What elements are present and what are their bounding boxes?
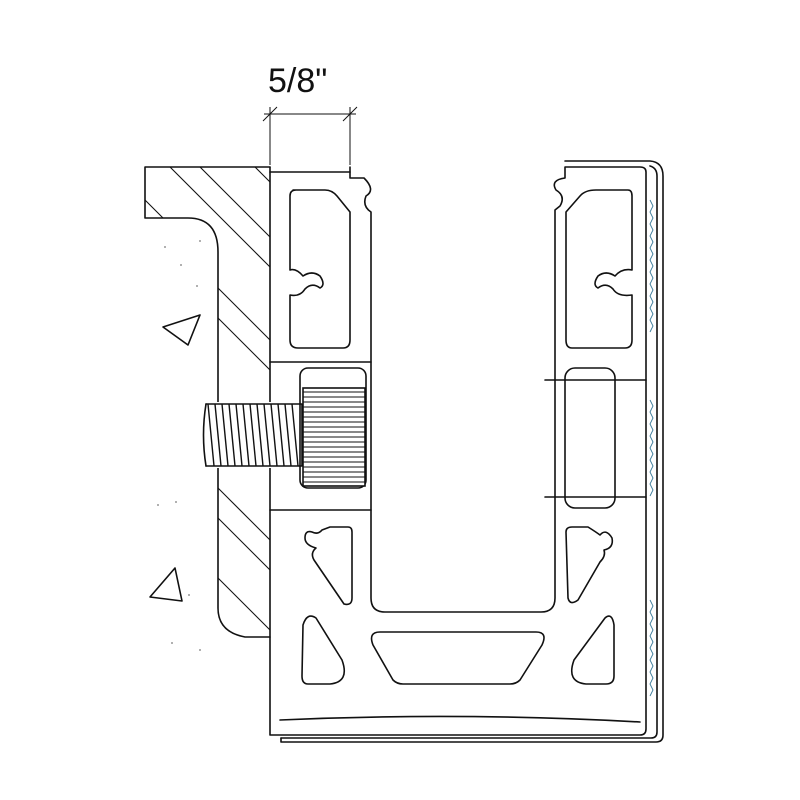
gasket-right [564, 367, 616, 509]
spacer-head [299, 367, 367, 489]
dimension-annotation: 5/8" [262, 62, 358, 165]
dimension-tick-right [342, 106, 358, 122]
aggregate-triangle [162, 314, 201, 346]
dimension-tick-left [262, 106, 278, 122]
knurl-lines [303, 391, 365, 483]
shoe-bottom-curve [279, 715, 641, 723]
dimension-label: 5/8" [268, 62, 327, 100]
tape-strip [649, 599, 654, 697]
aluminum-shoe [269, 166, 647, 736]
void-left-triangle [301, 615, 346, 685]
aggregate-triangle [149, 567, 183, 602]
tape-strip [649, 199, 654, 333]
chamber-left-upper [289, 189, 351, 349]
fascia-cladding [280, 160, 664, 743]
tape-strip [649, 399, 654, 497]
void-right-triangle [570, 615, 615, 685]
fastener-bolt [202, 367, 367, 489]
void-center-hex [370, 631, 545, 685]
chamber-right-lower [565, 526, 614, 604]
chamber-right-upper [565, 189, 633, 349]
slab-outline [144, 166, 271, 638]
shoe-outline [269, 166, 647, 736]
chamber-left-lower [304, 526, 353, 606]
bolt-threads [207, 403, 299, 467]
